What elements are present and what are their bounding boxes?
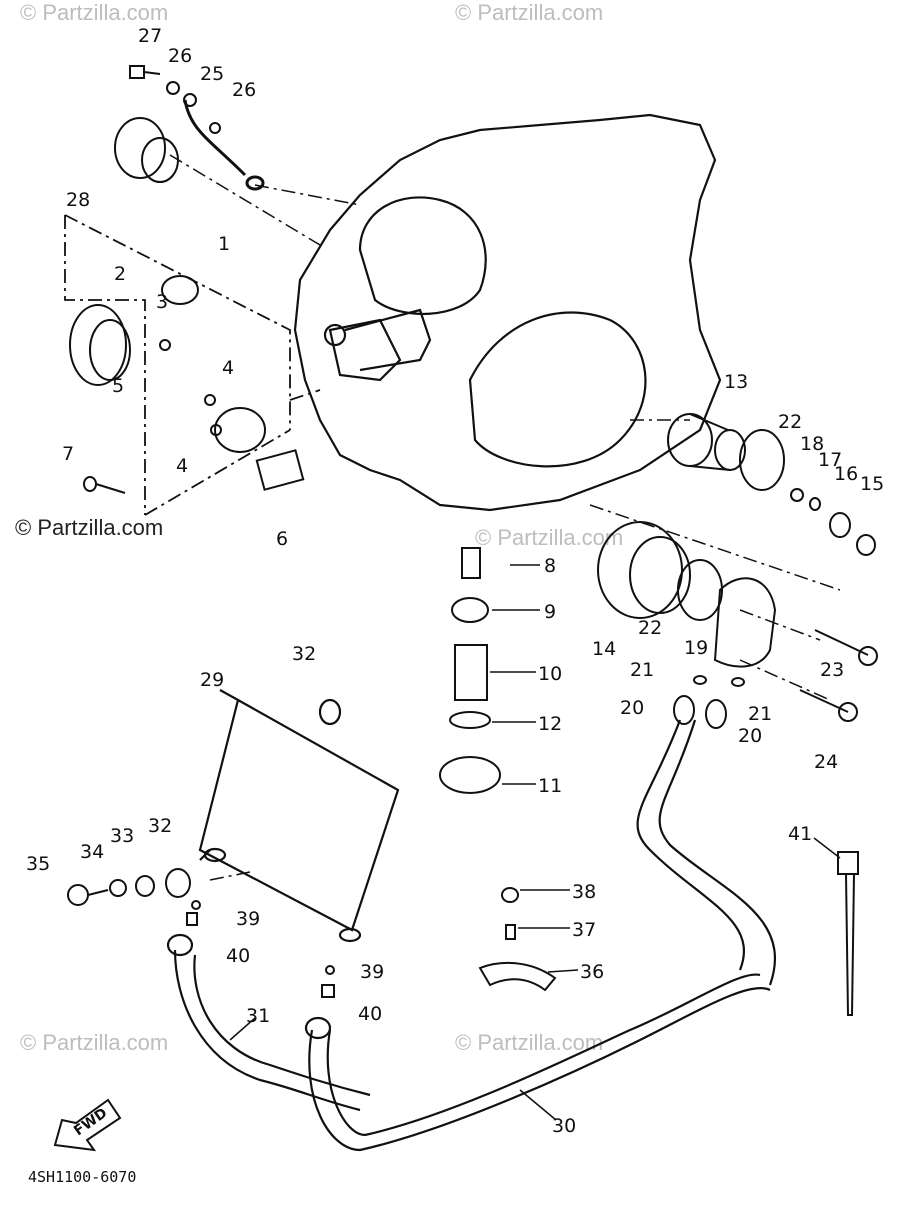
- callout-30: 30: [552, 1115, 576, 1137]
- callout-ticks: [229, 564, 841, 1121]
- callout-26: 26: [232, 79, 256, 101]
- callout-23: 23: [820, 659, 844, 681]
- callout-37: 37: [572, 919, 596, 941]
- callout-40: 40: [358, 1003, 382, 1025]
- callout-21: 21: [748, 703, 772, 725]
- fwd-label: FWD: [71, 1105, 110, 1139]
- watermark: © Partzilla.com: [475, 525, 623, 550]
- fwd-arrow: FWD: [53, 1098, 122, 1152]
- callout-35: 35: [26, 853, 50, 875]
- callout-33: 33: [110, 825, 134, 847]
- drive-gear-28: [114, 117, 179, 183]
- small-parts-15-18: [790, 488, 876, 556]
- housing-19: [713, 577, 777, 668]
- callout-39: 39: [360, 961, 384, 983]
- callout-22: 22: [638, 617, 662, 639]
- o-ring-22-lower: [677, 559, 723, 621]
- callout-10: 10: [538, 663, 562, 685]
- damper-parts-32-35: [67, 868, 335, 998]
- leader-lines: [169, 154, 841, 881]
- oil-pump-gear-2: [69, 304, 131, 386]
- callout-26: 26: [168, 45, 192, 67]
- callout-3: 3: [156, 291, 168, 313]
- watermark: © Partzilla.com: [20, 1030, 168, 1055]
- callout-32: 32: [292, 643, 316, 665]
- callout-4: 4: [222, 357, 234, 379]
- callout-32: 32: [148, 815, 172, 837]
- oil-hoses: [166, 719, 777, 1152]
- o-ring-22-upper: [739, 429, 785, 491]
- callout-labels: 27 26 25 26 28 1 2 3 4 5 4 7 6 13 22 18 …: [26, 25, 884, 1137]
- callout-12: 12: [538, 713, 562, 735]
- watermark: © Partzilla.com: [455, 1030, 603, 1055]
- callout-19: 19: [684, 637, 708, 659]
- callout-22: 22: [778, 411, 802, 433]
- callout-18: 18: [800, 433, 824, 455]
- callout-4: 4: [176, 455, 188, 477]
- oil-pump-assembly-box: [64, 214, 321, 516]
- callout-13: 13: [724, 371, 748, 393]
- bolt-27: [129, 65, 221, 134]
- callout-5: 5: [112, 375, 124, 397]
- callout-28: 28: [66, 189, 90, 211]
- crankcase-cover: [293, 113, 722, 512]
- callout-20: 20: [620, 697, 644, 719]
- callout-21: 21: [630, 659, 654, 681]
- filter-cover-14: [597, 521, 691, 619]
- bolts-23-24: [799, 629, 878, 722]
- callout-40: 40: [226, 945, 250, 967]
- diagram-code: 4SH1100-6070: [28, 1168, 136, 1186]
- watermark: © Partzilla.com: [20, 0, 168, 25]
- callout-2: 2: [114, 263, 126, 285]
- oil-pump-body: [159, 275, 305, 491]
- callout-6: 6: [276, 528, 288, 550]
- screw-7: [83, 476, 126, 494]
- clamp-36-38: [478, 887, 557, 992]
- callout-41: 41: [788, 823, 812, 845]
- callout-20: 20: [738, 725, 762, 747]
- callout-36: 36: [580, 961, 604, 983]
- oil-pipe-25: [183, 99, 265, 191]
- watermark: © Partzilla.com: [455, 0, 603, 25]
- oil-strainer-13: [667, 413, 746, 471]
- unions-20-21: [673, 675, 745, 729]
- callout-39: 39: [236, 908, 260, 930]
- cable-tie-41: [837, 851, 859, 1016]
- oil-cooler-29: [198, 689, 400, 943]
- watermark-dark: © Partzilla.com: [15, 515, 163, 540]
- callout-9: 9: [544, 601, 556, 623]
- callout-38: 38: [572, 881, 596, 903]
- callout-27: 27: [138, 25, 162, 47]
- center-stack: [439, 547, 501, 794]
- callout-14: 14: [592, 638, 616, 660]
- callout-34: 34: [80, 841, 104, 863]
- callout-11: 11: [538, 775, 562, 797]
- callout-1: 1: [218, 233, 230, 255]
- callout-15: 15: [860, 473, 884, 495]
- callout-7: 7: [62, 443, 74, 465]
- callout-8: 8: [544, 555, 556, 577]
- callout-16: 16: [834, 463, 858, 485]
- callout-24: 24: [814, 751, 838, 773]
- callout-17: 17: [818, 449, 842, 471]
- callout-29: 29: [200, 669, 224, 691]
- callout-25: 25: [200, 63, 224, 85]
- watermarks: © Partzilla.com © Partzilla.com © Partzi…: [15, 0, 623, 1055]
